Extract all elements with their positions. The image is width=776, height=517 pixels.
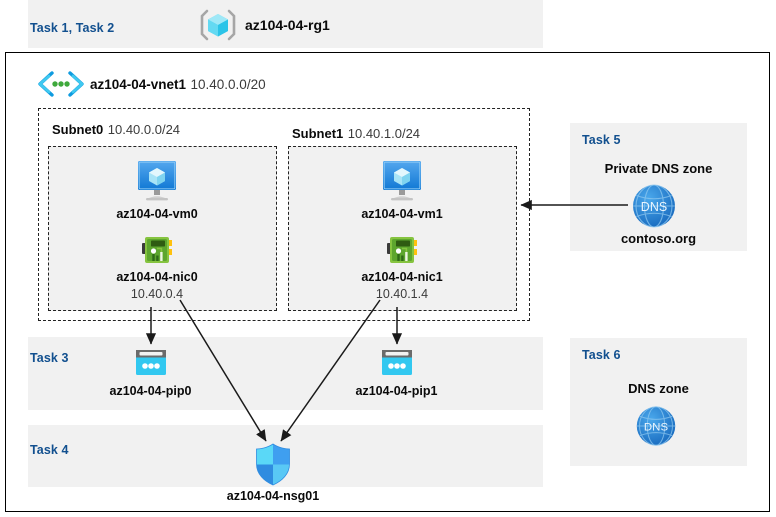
public-ip-address-icon xyxy=(379,348,415,378)
public-ip-address-icon xyxy=(133,348,169,378)
virtual-machine-icon xyxy=(133,158,181,202)
task-label-5: Task 5 xyxy=(582,133,621,147)
resource-group-cube-icon xyxy=(199,8,237,42)
subnet1-cidr: 10.40.1.0/24 xyxy=(347,126,421,141)
dns-globe-icon: DNS xyxy=(630,182,678,230)
dns-zone-heading: DNS zone xyxy=(628,381,689,396)
virtual-machine-icon xyxy=(378,158,426,202)
subnet0-name: Subnet0 xyxy=(52,122,104,137)
virtual-network-icon xyxy=(36,70,86,98)
network-interface-icon xyxy=(385,234,420,266)
pip0-name: az104-04-pip0 xyxy=(109,384,192,398)
subnet1-name: Subnet1 xyxy=(292,126,344,141)
private-dns-zone-name: contoso.org xyxy=(620,231,697,246)
nsg-name: az104-04-nsg01 xyxy=(226,489,320,503)
vm1-name: az104-04-vm1 xyxy=(361,207,443,221)
dns-globe-icon: DNS xyxy=(634,404,678,448)
task-label-4: Task 4 xyxy=(30,443,69,457)
network-security-group-shield-icon xyxy=(254,443,292,486)
task3-panel xyxy=(28,337,543,410)
nic0-name: az104-04-nic0 xyxy=(116,270,198,284)
subnet1-header: Subnet1 10.40.1.0/24 xyxy=(292,125,420,143)
nic0-ip: 10.40.0.4 xyxy=(130,287,184,301)
nic1-name: az104-04-nic1 xyxy=(361,270,443,284)
pip1-name: az104-04-pip1 xyxy=(355,384,438,398)
svg-text:DNS: DNS xyxy=(641,200,667,214)
task-label-6: Task 6 xyxy=(582,348,621,362)
network-interface-icon xyxy=(140,234,175,266)
vm0-name: az104-04-vm0 xyxy=(116,207,198,221)
vnet-title: az104-04-vnet1 10.40.0.0/20 xyxy=(90,76,266,94)
vnet-address-space: 10.40.0.0/20 xyxy=(190,77,266,92)
resource-group-name: az104-04-rg1 xyxy=(245,17,330,33)
svg-text:DNS: DNS xyxy=(644,422,669,434)
task-label-1-2: Task 1, Task 2 xyxy=(30,21,115,35)
vnet-name: az104-04-vnet1 xyxy=(90,77,187,92)
subnet0-cidr: 10.40.0.0/24 xyxy=(107,122,181,137)
subnet0-header: Subnet0 10.40.0.0/24 xyxy=(52,121,180,139)
nic1-ip: 10.40.1.4 xyxy=(375,287,429,301)
task-label-3: Task 3 xyxy=(30,351,69,365)
private-dns-zone-heading: Private DNS zone xyxy=(604,161,713,176)
resource-group-band xyxy=(28,0,543,48)
